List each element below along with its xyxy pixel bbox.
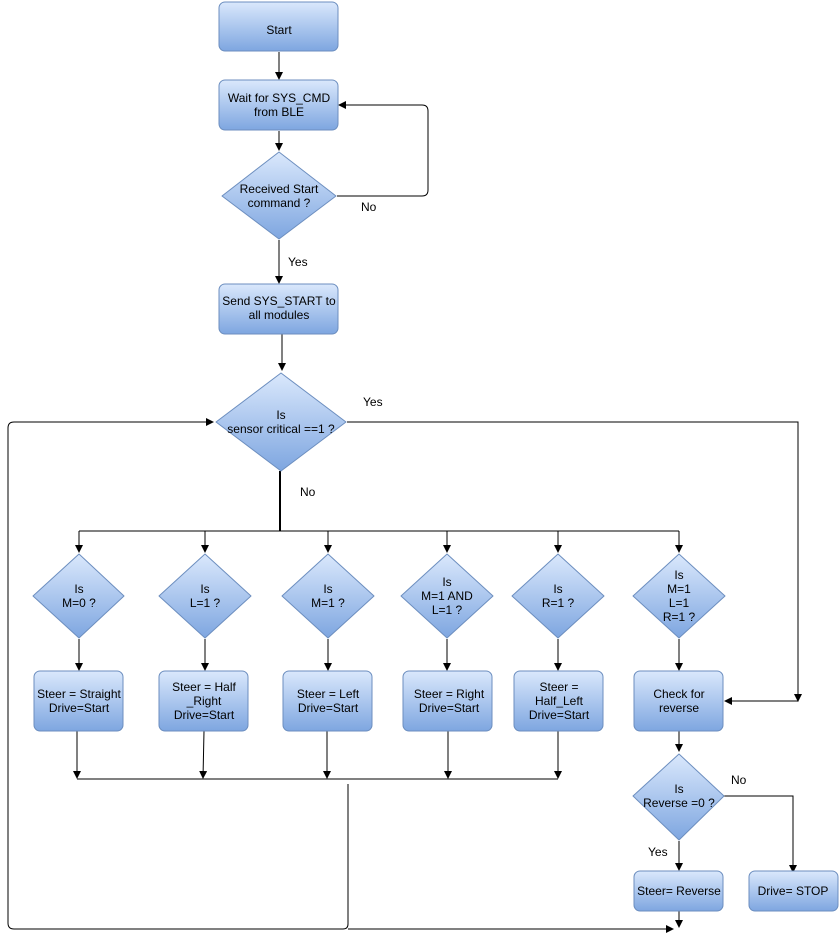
- node-label-line: _Right: [186, 694, 222, 708]
- edge-merge-loop: [7, 418, 349, 930]
- edge-labels: No Yes Yes No No Yes: [288, 200, 747, 859]
- steer-reverse-node[interactable]: Steer= Reverse: [633, 870, 724, 912]
- node-label-line: Check for: [653, 687, 704, 701]
- steer-reverse-label: Steer= Reverse: [637, 884, 721, 898]
- node-label-line: Steer= Reverse: [637, 884, 721, 898]
- node-label-line: Drive=Start: [49, 701, 110, 715]
- node-label-line: Is: [276, 408, 285, 422]
- edge-reverse-no: [724, 795, 797, 873]
- node-label-line: L=1 ?: [190, 596, 221, 610]
- node-label-line: L=1 ?: [432, 603, 463, 617]
- edge-received-no-loop: [337, 101, 429, 197]
- node-label-line: Is: [674, 568, 683, 582]
- node-label-line: M=1: [667, 582, 691, 596]
- node-label-line: Is: [323, 582, 332, 596]
- node-label-line: all modules: [249, 308, 310, 322]
- node-label-line: R=1 ?: [542, 596, 575, 610]
- node-label-line: command ?: [248, 196, 311, 210]
- reverse-no-label: No: [731, 773, 747, 787]
- node-label-line: M=0 ?: [62, 596, 96, 610]
- node-label-line: Received Start: [240, 182, 319, 196]
- node-label-line: Drive=Start: [419, 701, 480, 715]
- node-label-line: sensor critical ==1 ?: [227, 422, 335, 436]
- received-yes-label: Yes: [288, 255, 308, 269]
- node-label-line: Drive=Start: [298, 701, 359, 715]
- node-label-line: Steer =: [539, 680, 578, 694]
- reverse-yes-label: Yes: [648, 845, 668, 859]
- start-node[interactable]: Start: [218, 1, 339, 52]
- node-label-line: Steer = Half: [172, 680, 236, 694]
- sensor-yes-label: Yes: [363, 395, 383, 409]
- node-label-line: Drive=Start: [529, 708, 590, 722]
- node-label-line: Half_Left: [535, 694, 584, 708]
- received-no-label: No: [361, 200, 377, 214]
- node-label-line: M=1 AND: [421, 589, 473, 603]
- node-label-line: L=1: [669, 596, 690, 610]
- edge-sensor-yes: [347, 421, 799, 705]
- edge-halfright-merge: [199, 730, 208, 779]
- node-label-line: Is: [74, 582, 83, 596]
- edges: [7, 52, 802, 933]
- node-label-line: M=1 ?: [311, 596, 345, 610]
- node-label-line: Steer = Straight: [37, 687, 121, 701]
- node-label-line: Reverse =0 ?: [643, 796, 715, 810]
- sensor-no-label: No: [300, 485, 316, 499]
- node-label-line: Steer = Left: [297, 687, 360, 701]
- node-label-line: reverse: [659, 701, 699, 715]
- node-label-line: Start: [266, 23, 292, 37]
- node-label-line: Is: [442, 575, 451, 589]
- node-label-line: Drive= STOP: [758, 884, 829, 898]
- node-label-line: Is: [200, 582, 209, 596]
- drive-stop-label: Drive= STOP: [758, 884, 829, 898]
- start-node-label: Start: [266, 23, 292, 37]
- node-label-line: R=1 ?: [663, 610, 696, 624]
- node-label-line: Steer = Right: [414, 687, 485, 701]
- node-label-line: Is: [553, 582, 562, 596]
- drive-stop-node[interactable]: Drive= STOP: [748, 870, 839, 912]
- node-label-line: Drive=Start: [174, 708, 235, 722]
- node-label-line: Wait for SYS_CMD: [228, 91, 331, 105]
- node-label-line: Is: [674, 782, 683, 796]
- node-label-line: from BLE: [254, 105, 304, 119]
- node-label-line: Send SYS_START to: [222, 294, 336, 308]
